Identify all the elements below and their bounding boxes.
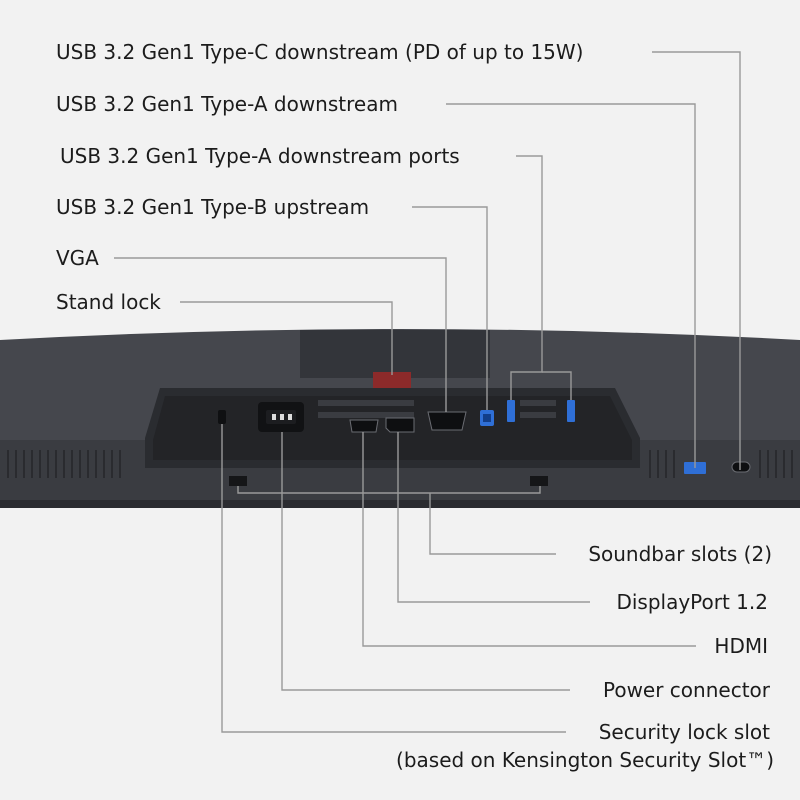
label-usb-c: USB 3.2 Gen1 Type-C downstream (PD of up…: [56, 40, 584, 64]
label-usb-b: USB 3.2 Gen1 Type-B upstream: [56, 195, 370, 219]
leader-usb-a-side: [446, 103, 696, 468]
leader-vga: [114, 257, 447, 412]
leader-usb-a-ports: [510, 155, 543, 400]
left-vent-grille: [7, 450, 121, 478]
leader-stand-lock: [180, 301, 393, 375]
panel-vent: [318, 400, 556, 418]
label-vga: VGA: [56, 246, 99, 270]
soundbar-slot-right: [530, 476, 548, 486]
label-power: Power connector: [602, 678, 770, 702]
leader-soundbar: [237, 486, 541, 494]
stand-mount: [300, 330, 490, 378]
label-usb-a-ports: USB 3.2 Gen1 Type-A downstream ports: [60, 144, 460, 168]
leader-usb-c: [652, 51, 741, 470]
leader-security: [221, 424, 566, 733]
security-slot: [218, 410, 226, 424]
displayport-port: [385, 417, 415, 433]
monitor-bottom-edge: [0, 500, 800, 508]
label-hdmi: HDMI: [714, 634, 768, 658]
hdmi-port: [349, 419, 379, 433]
label-soundbar: Soundbar slots (2): [588, 542, 772, 566]
soundbar-slot-left: [229, 476, 247, 486]
leader-usb-b: [412, 206, 488, 410]
label-security: Security lock slot: [598, 720, 770, 744]
leader-power: [281, 432, 570, 691]
leader-hdmi: [362, 432, 696, 647]
right-vent-grille: [649, 450, 793, 478]
usb-a-port-1: [507, 400, 515, 422]
label-usb-a-side: USB 3.2 Gen1 Type-A downstream: [56, 92, 398, 116]
label-security-note: (based on Kensington Security Slot™): [396, 748, 774, 772]
leader-displayport: [397, 432, 590, 603]
label-displayport: DisplayPort 1.2: [616, 590, 768, 614]
side-usb-c-port: [731, 461, 751, 473]
usb-a-port-2: [567, 400, 575, 422]
stand-lock-tab: [373, 372, 411, 388]
label-stand-lock: Stand lock: [56, 290, 161, 314]
vga-port: [427, 411, 467, 431]
